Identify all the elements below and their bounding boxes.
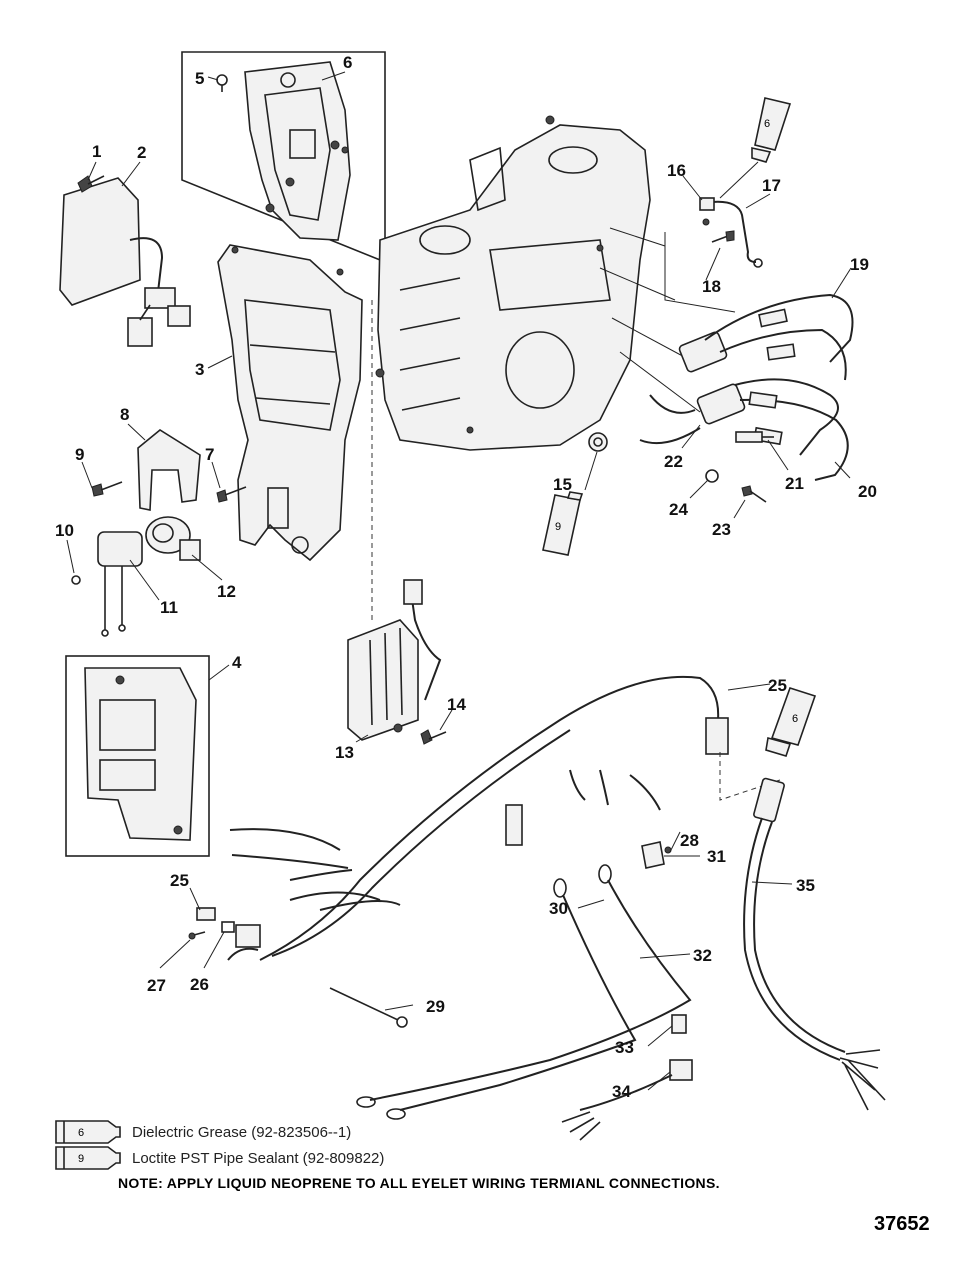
bolt-part-9 [91, 481, 123, 497]
legend-sealant-tube-icon: 9 [55, 1146, 121, 1170]
inset-box-part-4 [65, 655, 210, 857]
legend-row-sealant: Loctite PST Pipe Sealant (92-809822) [122, 1147, 384, 1169]
mounting-plate-part-3 [217, 244, 363, 562]
callout-18: 18 [702, 277, 721, 296]
legend-grease-tube-number: 6 [78, 1127, 84, 1139]
legend-sealant-tube-number: 9 [78, 1153, 84, 1165]
figure-id: 37652 [874, 1213, 930, 1235]
callout-15: 15 [553, 475, 572, 494]
bolt-part-14 [393, 723, 447, 745]
extension-harness-part-35 [743, 777, 886, 1111]
connector-part-34 [561, 1059, 693, 1141]
fitting-part-15 [588, 432, 608, 452]
callout-10: 10 [55, 521, 74, 540]
solenoid-part-11 [97, 531, 143, 637]
callout-12: 12 [217, 582, 236, 601]
callout-26: 26 [190, 975, 209, 994]
callout-8: 8 [120, 405, 129, 424]
callout-17: 17 [762, 176, 781, 195]
callout-27: 27 [147, 976, 166, 995]
callout-19: 19 [850, 255, 869, 274]
callout-28: 28 [680, 831, 699, 850]
bracket-part-6 [244, 61, 351, 241]
callout-34: 34 [612, 1082, 631, 1101]
bracket-part-8 [137, 429, 201, 511]
callout-25-harness: 25 [768, 676, 787, 695]
callout-22: 22 [664, 452, 683, 471]
bolt-part-23 [741, 485, 767, 503]
tube-grease-label-right: 6 [792, 713, 798, 725]
tube-sealant-label-middle: 9 [555, 521, 561, 533]
wiring-harness-part-25 [227, 675, 729, 961]
callout-30: 30 [549, 899, 568, 918]
ignition-coil-part-22 [639, 331, 746, 445]
callout-33: 33 [615, 1038, 634, 1057]
callout-32: 32 [693, 946, 712, 965]
spark-plug-part-21 [735, 431, 774, 443]
temp-sensor-part-17 [711, 200, 763, 268]
callout-11: 11 [160, 598, 178, 617]
inset-box-bracket [181, 51, 386, 264]
washer-part-24 [705, 469, 719, 483]
callout-20: 20 [858, 482, 877, 501]
connector-part-25-small [196, 907, 216, 921]
legend-grease-tube-icon: 6 [55, 1120, 121, 1144]
screw-part-27 [188, 931, 206, 940]
callout-7: 7 [205, 445, 214, 464]
legend-row-grease: Dielectric Grease (92-823506--1) [122, 1121, 351, 1143]
callout-31: 31 [707, 847, 726, 866]
callout-14: 14 [447, 695, 466, 714]
callout-1: 1 [92, 142, 101, 161]
screw-part-18 [711, 230, 735, 243]
callout-3: 3 [195, 360, 204, 379]
grease-tube-right: 6 [765, 687, 817, 757]
battery-cable-part-32 [386, 878, 637, 1120]
screw-part-5 [216, 74, 228, 92]
callout-5: 5 [195, 69, 204, 88]
grease-tube-top: 6 [751, 97, 792, 163]
legend-grease-text: Dielectric Grease (92-823506--1) [132, 1123, 352, 1141]
clip-part-33 [671, 1014, 687, 1034]
callout-6: 6 [343, 53, 352, 72]
note-text: NOTE: APPLY LIQUID NEOPRENE TO ALL EYELE… [118, 1175, 720, 1191]
solenoid-part-12 [145, 516, 201, 561]
ignition-module-part-2 [59, 177, 191, 347]
legend-sealant-text: Loctite PST Pipe Sealant (92-809822) [132, 1149, 385, 1167]
engine-block [375, 115, 651, 451]
callout-2: 2 [137, 143, 146, 162]
callout-13: 13 [335, 743, 354, 762]
sensor-part-16 [699, 197, 715, 226]
callout-16: 16 [667, 161, 686, 180]
bolt-part-7 [216, 486, 247, 503]
callout-24: 24 [669, 500, 688, 519]
boot-part-31 [641, 841, 665, 869]
ground-cable-part-30 [356, 864, 692, 1108]
callout-35: 35 [796, 876, 815, 895]
callout-4: 4 [232, 653, 242, 672]
nut-part-10 [71, 575, 81, 585]
callout-21: 21 [785, 474, 804, 493]
callout-29: 29 [426, 997, 445, 1016]
callout-25-connector: 25 [170, 871, 189, 890]
screw-part-28 [664, 846, 672, 854]
tie-strap-part-29 [329, 987, 408, 1028]
sealant-tube-middle: 9 [542, 491, 584, 556]
callout-23: 23 [712, 520, 731, 539]
clip-part-26 [221, 921, 235, 933]
rectifier-part-13 [347, 579, 442, 741]
callout-9: 9 [75, 445, 84, 464]
tube-grease-label-top: 6 [764, 118, 770, 130]
